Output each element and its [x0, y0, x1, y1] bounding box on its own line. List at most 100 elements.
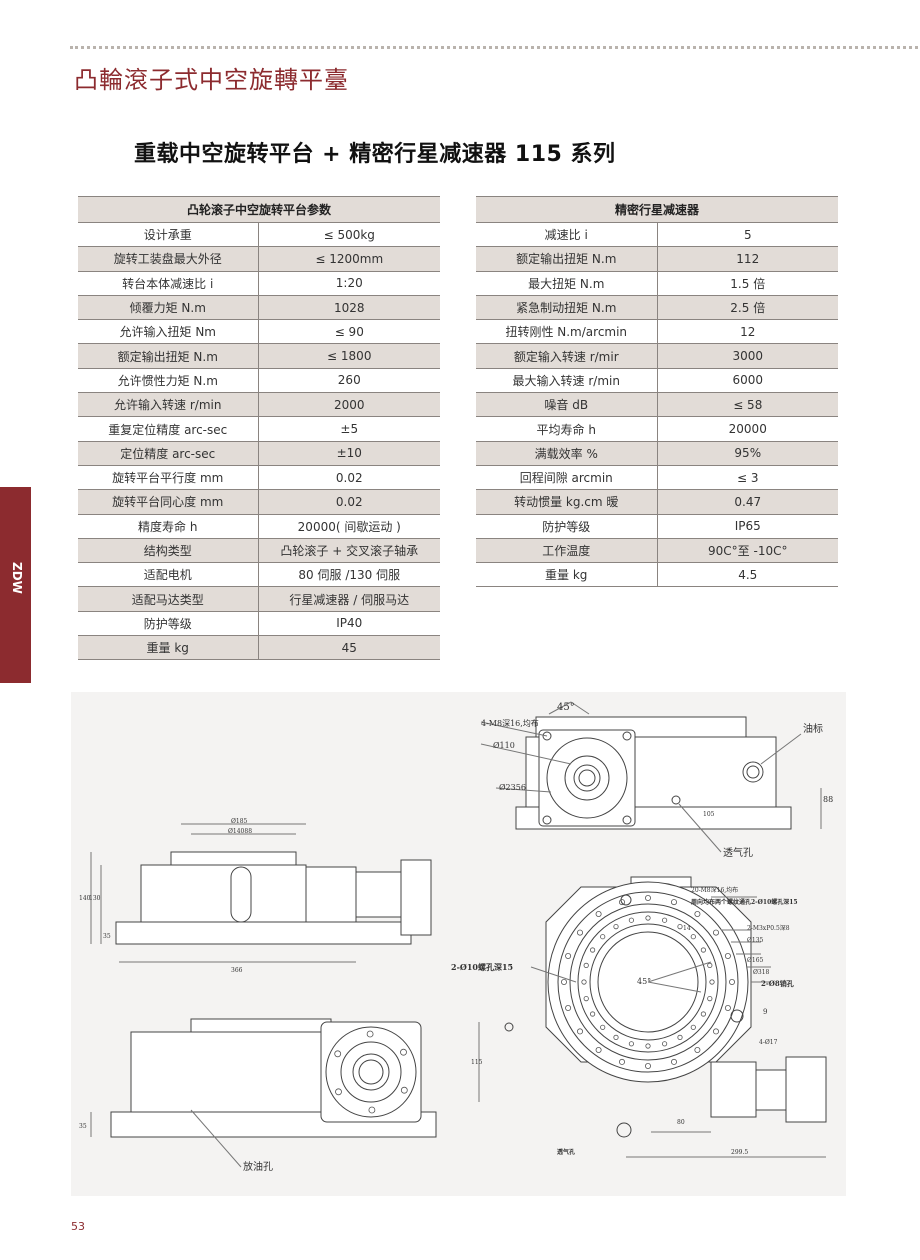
param-name: 紧急制动扭矩 N.m: [476, 295, 658, 321]
drawing-label: 35: [79, 1123, 87, 1130]
drawing-label: 4-Ø17: [759, 1039, 778, 1046]
param-value: 20000( 间歇运动 ): [258, 514, 441, 539]
param-name: 旋转平台同心度 mm: [78, 489, 259, 515]
drawing-label: Ø14088: [228, 828, 252, 835]
param-name: 允许惯性力矩 N.m: [78, 368, 259, 394]
bolt-hole: [694, 910, 701, 917]
param-name: 允许输入扭矩 Nm: [78, 319, 259, 345]
drawing-label: 366: [231, 967, 243, 974]
side-tab-label: ZDW: [10, 562, 24, 594]
param-name: 旋转工装盘最大外径: [78, 246, 259, 272]
bolt-hole: [565, 952, 572, 959]
table-row: 结构类型凸轮滚子 + 交叉滚子轴承: [78, 538, 441, 564]
bolt-hole: [589, 1011, 596, 1017]
param-name: 防护等级: [78, 611, 259, 637]
bolt-hole: [581, 979, 587, 985]
param-name: 满载效率 %: [476, 441, 658, 466]
param-name: 允许输入转速 r/min: [78, 392, 259, 418]
drawing-label: Ø318: [753, 969, 770, 976]
bolt-hole: [645, 894, 652, 901]
bolt-hole: [628, 917, 635, 923]
bolt-hole: [645, 915, 651, 921]
param-name: 适配马达类型: [78, 586, 259, 612]
drawing-label: 放油孔: [243, 1160, 273, 1173]
bolt-hole: [694, 1046, 701, 1053]
front-view-drawing: [90, 1018, 437, 1168]
param-value: 3000: [657, 343, 839, 369]
drawing-label: 299.5: [731, 1149, 748, 1156]
drawing-label: 45°: [637, 977, 651, 986]
bolt-hole: [334, 1050, 342, 1058]
param-value: 6000: [657, 368, 839, 394]
table-row: 额定输出扭矩 N.m≤ 1800: [78, 343, 441, 369]
bolt-hole: [707, 962, 713, 968]
drawing-label: 80: [677, 1119, 685, 1126]
plan-view-drawing: [478, 876, 827, 1158]
drawing-label: 2-Ø10螺孔深15: [451, 962, 513, 972]
drawing-label: Ø135: [747, 937, 764, 944]
param-value: 260: [258, 368, 441, 394]
bolt-hole: [576, 929, 583, 936]
bolt-hole: [645, 1062, 652, 1069]
bolt-hole: [677, 924, 683, 930]
bolt-hole: [661, 917, 668, 923]
drawing-label: 周向均布两个螺纹通孔2-Ø10螺孔深15: [691, 898, 798, 906]
drawing-label: 油标: [803, 722, 823, 735]
param-value: 12: [657, 319, 839, 345]
bolt-hole: [671, 899, 678, 906]
drawing-label: Ø185: [231, 818, 248, 825]
bolt-hole: [613, 924, 619, 930]
bolt-circle-holes: [334, 894, 736, 1114]
param-value: ≤ 1800: [258, 343, 441, 369]
param-value: 20000: [657, 416, 839, 442]
param-name: 结构类型: [78, 538, 259, 564]
param-value: 0.02: [258, 465, 441, 491]
drawing-label: 4-M8深16,均布: [481, 718, 539, 728]
bolt-hole: [368, 1106, 376, 1114]
param-name: 回程间隙 arcmin: [476, 465, 658, 491]
param-name: 额定输入转速 r/mir: [476, 343, 658, 369]
top-view-drawing: [480, 701, 822, 853]
side-view-drawing: [90, 823, 432, 963]
bolt-hole: [600, 1024, 606, 1030]
bolt-hole: [576, 1028, 583, 1035]
bolt-hole: [583, 962, 589, 968]
bolt-hole: [713, 1028, 720, 1035]
drawing-label: Ø110: [493, 741, 515, 750]
param-value: IP40: [258, 611, 441, 637]
bolt-hole: [400, 1048, 407, 1056]
param-value: ≤ 58: [657, 392, 839, 418]
param-value: 1.5 倍: [657, 271, 839, 296]
param-name: 额定输出扭矩 N.m: [476, 246, 658, 272]
bolt-hole: [335, 1088, 342, 1096]
param-name: 最大扭矩 N.m: [476, 271, 658, 296]
param-value: 1:20: [258, 271, 441, 296]
param-value: 45: [258, 635, 441, 661]
param-value: 4.5: [657, 562, 839, 588]
param-value: 0.02: [258, 489, 441, 515]
param-value: 112: [657, 246, 839, 272]
param-value: ±10: [258, 441, 441, 466]
drawing-label: 130: [89, 895, 101, 902]
param-value: IP65: [657, 514, 839, 539]
bolt-hole: [595, 1046, 602, 1053]
param-name: 工作温度: [476, 538, 658, 564]
param-value: 80 伺服 /130 伺服: [258, 562, 441, 588]
table-header: 精密行星减速器: [476, 196, 839, 223]
param-name: 重量 kg: [78, 635, 259, 661]
param-value: ±5: [258, 416, 441, 442]
bolt-hole: [707, 995, 713, 1002]
param-name: 重复定位精度 arc-sec: [78, 416, 259, 442]
